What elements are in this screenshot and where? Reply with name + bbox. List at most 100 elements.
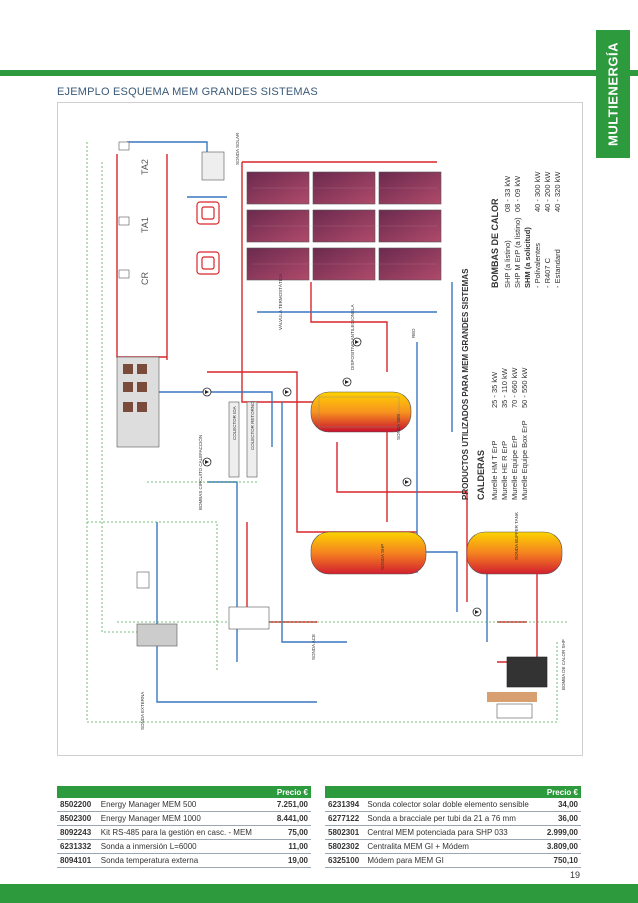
caldera-value: 50 - 550 kW <box>520 367 529 408</box>
product-code: 5802301 <box>328 828 360 837</box>
solar-storage-tank <box>310 391 412 433</box>
table-row: 8502300 Energy Manager MEM 1000 8.441,00 <box>57 812 311 826</box>
mem-controller <box>136 623 178 647</box>
label-sonda-shp: SONDA SHP <box>380 543 385 570</box>
caldera-value: 35 - 110 kW <box>500 368 509 408</box>
product-price: 750,10 <box>553 856 578 865</box>
label-sonda-solar: SONDA SOLAR <box>235 132 240 165</box>
label-sonda-ace: SONDA ACE <box>311 633 316 660</box>
diagram-frame <box>57 102 583 756</box>
section-tab: MULTIENERGÍA <box>596 30 630 158</box>
caldera-name: Murelle HE R ErP <box>500 440 509 500</box>
bottom-band <box>0 884 638 903</box>
calderas-list: Murelle HM T ErP 25 - 35 kW Murelle HE R … <box>490 368 530 500</box>
label-colector-ida: COLECTOR IDA <box>232 406 237 440</box>
product-code: 8502200 <box>60 800 92 809</box>
caldera-value: 25 - 35 kW <box>490 371 499 408</box>
product-desc: Energy Manager MEM 1000 <box>100 814 201 823</box>
section-tab-label: MULTIENERGÍA <box>605 42 621 146</box>
table-row: 5802302 Centralita MEM GI + Módem 3.809,00 <box>325 840 581 854</box>
label-colector-retorno: COLECTOR RETORNO <box>250 401 255 450</box>
label-bomba-calor-shp: BOMBA DE CALOR SHP <box>561 639 566 690</box>
product-price: 19,00 <box>287 856 308 865</box>
system-diagram <box>86 141 567 723</box>
caldera-name: Murelle HM T ErP <box>490 440 499 500</box>
table-row: 6231332 Sonda a inmersión L=6000 11,00 <box>57 840 311 854</box>
product-desc: Kit RS-485 para la gestión en casc. - ME… <box>100 828 252 837</box>
solar-panels <box>246 171 442 281</box>
collector-ida <box>228 401 240 478</box>
table-row: 8092243 Kit RS-485 para la gestión en cas… <box>57 826 311 840</box>
caldera-name: Murelle Equipe ErP <box>510 435 519 500</box>
price-header: Precio € <box>325 786 581 798</box>
label-red: RED <box>411 328 416 338</box>
label-ta2: TA2 <box>140 159 150 175</box>
bomba-name: SHP (a listino) <box>503 240 512 288</box>
bomba-name: SHM (a solicitud) <box>523 227 532 288</box>
underfloor-heating <box>196 201 220 275</box>
product-price: 3.809,00 <box>546 842 578 851</box>
dhw-tank <box>310 531 427 575</box>
price-header: Precio € <box>57 786 311 798</box>
product-price: 75,00 <box>287 828 308 837</box>
bomba-value: 06 - 09 kW <box>513 175 522 212</box>
bomba-name: SHP M ErP (a listino) <box>513 217 522 288</box>
product-code: 6231394 <box>328 800 360 809</box>
product-price: 11,00 <box>288 842 308 851</box>
price-table-right: Precio € 6231394 Sonda colector solar dob… <box>325 786 581 868</box>
bomba-name: - R407 C <box>543 257 552 288</box>
label-sonda-externa: SONDA EXTERNA <box>140 691 145 730</box>
products-heading: PRODUCTOS UTILIZADOS PARA MEM GRANDES SI… <box>461 269 470 500</box>
page-number: 19 <box>569 870 580 880</box>
product-code: 8092243 <box>60 828 92 837</box>
product-desc: Energy Manager MEM 500 <box>100 800 197 809</box>
top-band <box>0 70 638 76</box>
label-bombas-circuito: BOMBAS CIRCUITO CALEFACCIÓN <box>198 434 203 510</box>
product-desc: Sonda colector solar doble elemento sens… <box>367 800 529 809</box>
collector-retorno <box>246 401 258 478</box>
product-price: 36,00 <box>557 814 578 823</box>
table-row: 6231394 Sonda colector solar doble elemen… <box>325 798 581 812</box>
label-sonda-buffer: SONDA BUFFER TANK <box>514 512 519 560</box>
product-desc: Sonda a inmersión L=6000 <box>100 842 197 851</box>
label-ta1: TA1 <box>140 217 150 233</box>
product-code: 8502300 <box>60 814 92 823</box>
product-price: 34,00 <box>557 800 578 809</box>
mem-module <box>228 606 270 630</box>
table-row: 5802301 Central MEM potenciada para SHP 0… <box>325 826 581 840</box>
product-code: 5802302 <box>328 842 360 851</box>
heat-pump <box>487 656 548 719</box>
product-code: 6231332 <box>60 842 92 851</box>
bomba-value: 08 - 33 kW <box>503 175 512 212</box>
room-thermostats <box>118 141 130 279</box>
product-desc: Módem para MEM GI <box>367 856 444 865</box>
product-desc: Sonda a bracciale per tubi da 21 a 76 mm <box>367 814 516 823</box>
product-price: 8.441,00 <box>276 814 308 823</box>
table-row: 8502200 Energy Manager MEM 500 7.251,00 <box>57 798 311 812</box>
product-desc: Sonda temperatura externa <box>100 856 199 865</box>
bomba-value: 40 - 300 kW <box>533 171 542 212</box>
external-probe <box>136 571 150 589</box>
page-title: EJEMPLO ESQUEMA MEM GRANDES SISTEMAS <box>57 86 318 98</box>
caldera-name: Murelle Equipe Box ErP <box>520 420 529 500</box>
product-desc: Central MEM potenciada para SHP 033 <box>367 828 508 837</box>
solar-station <box>201 151 225 181</box>
calderas-title: CALDERAS <box>476 449 486 500</box>
product-code: 6325100 <box>328 856 360 865</box>
product-price: 7.251,00 <box>276 800 308 809</box>
bombas-block: BOMBAS DE CALOR <box>490 199 500 289</box>
caldera-value: 70 - 660 kW <box>510 367 519 408</box>
bomba-value: 40 - 200 kW <box>543 171 552 212</box>
product-desc: Centralita MEM GI + Módem <box>367 842 469 851</box>
bomba-name: - Polivalentes <box>533 242 542 288</box>
product-price: 2.999,00 <box>546 828 578 837</box>
label-sonda-sbs: SONDA SBS <box>396 413 401 440</box>
label-antilegionela: DISPOSITIVO ANTILEGIONELA <box>350 304 355 370</box>
calderas-block: CALDERAS <box>476 450 486 500</box>
buffer-tank <box>466 531 563 575</box>
label-valvula-termostatica: VÁLVULA TERMOSTÁTICA <box>278 273 283 330</box>
bombas-title: BOMBAS DE CALOR <box>490 198 500 289</box>
bombas-list: SHP (a listino) 08 - 33 kW SHP M ErP (a l… <box>503 172 563 288</box>
